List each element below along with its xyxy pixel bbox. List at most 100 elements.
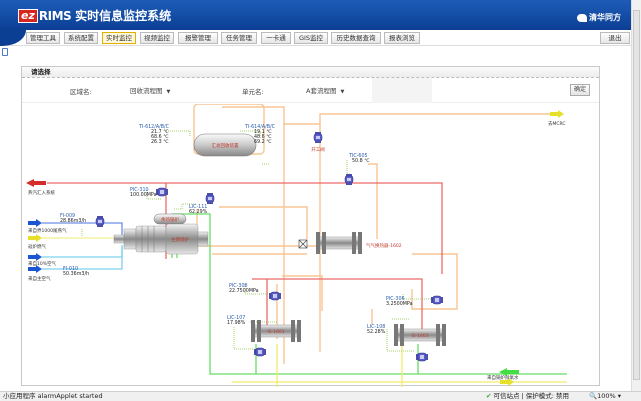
nav-tab-video-monitor[interactable]: 视频监控 [140,32,174,44]
security-zone-text: 可信站点 | 保护模式: 禁用 [493,392,570,400]
outlet-left-label: 燕汽汇入系统 [28,189,55,196]
outlet-mcrc-label: 去MCRC [548,120,566,127]
logo-rims: RIMS [38,8,72,23]
nav-tab-gis-monitor[interactable]: GIS监控 [294,32,328,44]
arrow-right-yellow-icon [500,378,514,386]
lic107-value: 17.98% [227,320,246,326]
ti612-value-1: 21.7 ℃ [151,129,169,135]
heat-exchanger-1602-label: 气气换热器-1602 [366,242,402,249]
arrow-right-blue-icon [28,265,42,273]
heat-exchanger-1602 [298,232,362,254]
nav-tab-system-config[interactable]: 系统配置 [64,32,98,44]
fi010-tag: FI-010 [63,266,78,272]
arrow-left-red-icon [26,179,46,187]
brand-mark-icon [577,13,587,22]
arrow-right-yellow-icon [28,234,42,242]
nav-tab-alarm-management[interactable]: 报警管理 [178,32,218,44]
collapse-icon[interactable] [2,48,8,56]
tic605-tag: TIC-605 [348,153,368,159]
filter-row: 区域名: 回收流程图▼ 单元名: A套流程图▼ 确定 [22,78,599,103]
nav-tab-card[interactable]: 一卡通 [261,32,291,44]
nav-tab-management-tools[interactable]: 管理工具 [26,32,60,44]
lic108-value: 52.28% [367,329,386,335]
lic111-value: 62.29% [189,209,208,215]
pic310-value: 100.00MPa [130,192,157,198]
arrow-right-blue-icon [28,253,42,261]
main-nav: 管理工具 系统配置 实时监控 视频监控 报警管理 任务管理 一卡通 GIS监控 … [0,30,631,46]
confirm-button[interactable]: 确定 [570,84,590,96]
area-select[interactable]: 回收流程图▼ [130,85,170,95]
fi009-tag: FI-009 [60,213,75,219]
logout-button[interactable]: 退出 [600,32,630,44]
status-bar: 小应用程序 alarmApplet started ✔可信站点 | 保护模式: … [0,391,641,401]
pic310-tag: PIC-310 [130,187,149,193]
flow-arrows [26,110,564,386]
logo-ez: ez [18,8,38,23]
tic605-value: 50.8 ℃ [352,158,370,164]
brand-name: 清华同方 [589,13,621,22]
pic306-valve-icon[interactable] [430,295,444,305]
tic605-valve-icon[interactable] [344,173,354,186]
selection-panel: 请选择 区域名: 回收流程图▼ 单元名: A套流程图▼ 确定 [21,66,600,387]
green-pipes [171,213,567,375]
unit-select[interactable]: A套流程图▼ [306,85,344,95]
magnifier-icon: 🔍 [589,392,598,400]
unit-label: 单元名: [242,88,264,96]
exchanger-1601 [251,320,301,342]
main-furnace-label: 主燃烧炉 [171,236,189,243]
main-furnace [113,223,209,255]
arrow-left-green-icon [499,368,519,376]
arrow-right-yellow-icon [550,110,564,118]
inlet-label-1: 来自界1000尾燕气 [28,227,67,234]
app-logo: ez RIMS 实时信息监控系统 [18,7,171,24]
zoom-control[interactable]: 🔍100% ▾ [589,392,622,400]
pic306-tag: PIC-306 [386,296,405,302]
fi009-value: 28.86m3/h [60,218,86,224]
pic310-valve-icon[interactable] [155,187,169,197]
nav-tab-history-query[interactable]: 历史数据查询 [331,32,381,44]
outlet-bottom-right-label: 来自锅炉除氧水 [487,374,519,381]
nav-tab-task-management[interactable]: 任务管理 [221,32,257,44]
nav-tab-realtime-monitor[interactable]: 实时监控 [102,32,136,44]
inlet-label-2: 返炉燃气 [28,243,46,250]
lic108-tag: LIC-108 [367,324,385,330]
app-title: 实时信息监控系统 [75,9,172,23]
fi010-value: 50.36m3/h [63,271,89,277]
nav-decoration [0,30,26,46]
inlet-label-4: 来自主空气 [28,275,51,282]
ti614-tag: TI-614/A/B/C [244,124,276,130]
top-tank-label: 汇总回收装置 [212,142,239,149]
fi009-valve-icon[interactable] [95,215,105,228]
startup-valve-icon[interactable] [313,131,323,144]
signal-lines [81,130,432,352]
ti614-value-3: 69.2 ℃ [254,139,272,145]
red-pipes [47,182,443,336]
panel-title: 请选择 [22,67,599,78]
process-diagram: 汇总回收装置 TI-612/A/B/C 21.7 ℃ 68.6 ℃ 26.3 ℃… [26,104,567,387]
exchanger-1603 [394,324,446,346]
brand-logo: 清华同方 [577,12,621,23]
arrow-right-blue-icon [28,219,42,227]
lic108-valve-icon[interactable] [415,352,429,362]
ti612-value-2: 68.6 ℃ [151,134,169,140]
exchanger-1601-label: IS-1601 [267,329,284,335]
unit-select-value: A套流程图 [306,87,337,95]
lic111-tag: LIC-111 [189,204,207,210]
pic308-valve-icon[interactable] [268,291,282,301]
lic107-tag: LIC-107 [227,315,245,321]
chevron-down-icon: ▼ [166,89,171,95]
chevron-down-icon: ▼ [340,89,345,95]
filter-spacer [372,78,432,103]
inlet-label-3: 来自10%空气 [28,260,57,267]
lic107-valve-icon[interactable] [253,347,267,357]
nav-tab-report-browse[interactable]: 报表浏览 [384,32,420,44]
security-zone: ✔可信站点 | 保护模式: 禁用 [486,392,569,401]
lic111-valve-icon[interactable] [205,192,215,205]
exchanger-1603-label: IS-1603 [411,333,428,339]
scrollbar-thumb[interactable] [633,10,640,380]
ti614-value-2: 48.6 ℃ [254,134,272,140]
vertical-scrollbar[interactable] [631,0,641,391]
pic308-tag: PIC-308 [229,283,248,289]
area-select-value: 回收流程图 [130,87,163,95]
app-header: ez RIMS 实时信息监控系统 清华同方 [0,0,631,30]
